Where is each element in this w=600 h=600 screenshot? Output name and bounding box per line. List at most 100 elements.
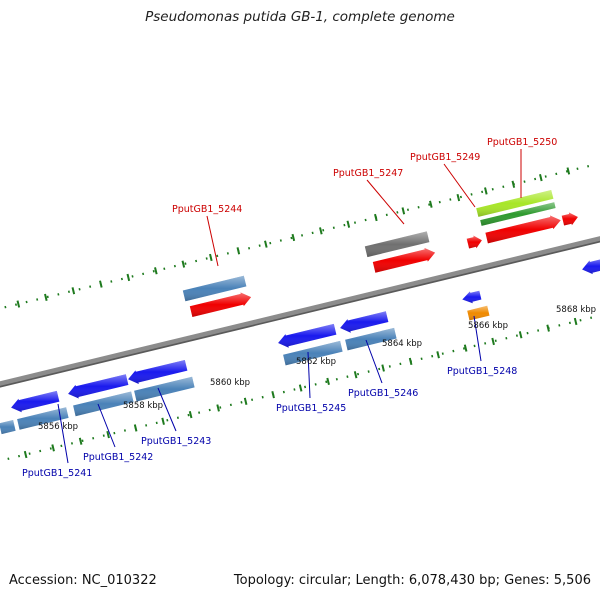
gene-arrow-shading bbox=[372, 248, 436, 273]
minor-tick-outer bbox=[401, 207, 406, 215]
gene-arrow-shading bbox=[189, 292, 252, 317]
map-title: Pseudomonas putida GB-1, complete genome bbox=[145, 9, 455, 25]
tick-label-5868: 5868 kbp bbox=[556, 305, 596, 315]
minor-tick-outer bbox=[319, 227, 323, 235]
gene-box-shading bbox=[182, 275, 247, 302]
tick-label-5856: 5856 kbp bbox=[38, 422, 78, 432]
gene-5250-cds bbox=[485, 215, 561, 244]
minor-tick-outer bbox=[236, 247, 241, 255]
leader-line-forward bbox=[366, 179, 405, 225]
minor-tick-inner bbox=[188, 410, 193, 419]
gene-features bbox=[0, 190, 600, 435]
minor-tick-inner bbox=[51, 444, 55, 452]
gene-5251-cds bbox=[582, 259, 600, 275]
gene-box-shading bbox=[73, 391, 134, 417]
accession-text: Accession: NC_010322 bbox=[9, 573, 157, 588]
minor-tick-inner bbox=[271, 391, 275, 399]
minor-tick-inner bbox=[381, 364, 385, 372]
leader-line-reverse bbox=[473, 315, 482, 362]
genome-backbone bbox=[0, 236, 600, 388]
label-leader-lines bbox=[57, 149, 522, 464]
gene-arrow-shading bbox=[340, 311, 389, 333]
minor-tick-outer bbox=[181, 260, 186, 268]
leader-line-forward bbox=[443, 163, 476, 208]
minor-tick-outer bbox=[346, 220, 351, 228]
gene-box-shading bbox=[364, 231, 430, 258]
gene-5243-cds bbox=[128, 360, 188, 384]
minor-tick-inner bbox=[436, 351, 440, 359]
tick-label-5864: 5864 kbp bbox=[382, 339, 422, 349]
gene-box-shading bbox=[283, 340, 343, 366]
gene-5240-mrna bbox=[0, 420, 16, 435]
gene-5249-cds bbox=[466, 235, 482, 249]
gene-5247-cds bbox=[372, 248, 436, 273]
gene-label-5244: PputGB1_5244 bbox=[172, 204, 242, 215]
gene-5247-feature bbox=[364, 231, 430, 258]
minor-tick-inner bbox=[216, 404, 220, 412]
gene-arrow-shading bbox=[128, 360, 188, 384]
scale-tick-labels: 5856 kbp 5858 kbp 5860 kbp 5862 kbp 5864… bbox=[38, 305, 596, 432]
minor-tick-outer bbox=[566, 167, 571, 175]
gene-arrow-shading bbox=[278, 323, 337, 348]
minor-tick-inner bbox=[408, 357, 413, 366]
gene-box-shading bbox=[467, 305, 490, 321]
minor-tick-outer bbox=[511, 180, 516, 188]
gene-arrow-shading bbox=[462, 290, 482, 304]
gene-5250-feature bbox=[476, 190, 554, 217]
gene-label-5247: PputGB1_5247 bbox=[333, 168, 403, 179]
gene-box-shading bbox=[345, 327, 397, 351]
gene-box-shading bbox=[0, 420, 16, 435]
leader-line-reverse bbox=[365, 339, 383, 384]
gene-5244-cds bbox=[189, 292, 252, 317]
minor-tick-inner bbox=[463, 344, 468, 352]
gene-5248-cds bbox=[462, 290, 482, 304]
gene-box-shading bbox=[476, 190, 554, 217]
minor-tick-outer bbox=[209, 253, 213, 262]
minor-tick-outer bbox=[539, 173, 543, 182]
minor-tick-inner bbox=[243, 397, 248, 405]
tick-label-5858: 5858 kbp bbox=[123, 401, 163, 411]
minor-tick-outer bbox=[154, 267, 158, 275]
gene-label-5250: PputGB1_5250 bbox=[487, 137, 557, 148]
minor-tick-inner bbox=[106, 430, 110, 439]
gene-5246-mrna bbox=[345, 327, 397, 351]
gene-5241-mrna bbox=[17, 407, 69, 430]
gene-label-5243: PputGB1_5243 bbox=[141, 436, 211, 447]
minor-tick-inner bbox=[491, 337, 495, 346]
minor-tick-inner bbox=[518, 331, 523, 339]
minor-tick-outer bbox=[429, 200, 433, 208]
minor-tick-inner bbox=[353, 371, 358, 379]
minor-tick-inner bbox=[78, 437, 83, 445]
gene-label-5246: PputGB1_5246 bbox=[348, 388, 418, 399]
gene-arrow-shading bbox=[466, 235, 482, 249]
tick-label-5860: 5860 kbp bbox=[210, 378, 250, 388]
gene-label-5249: PputGB1_5249 bbox=[410, 152, 480, 163]
gene-5250-mrna bbox=[480, 202, 556, 226]
gene-5243-mrna bbox=[134, 376, 195, 402]
minor-tick-outer bbox=[291, 233, 296, 242]
minor-tick-inner bbox=[133, 424, 138, 432]
gene-5245-cds bbox=[278, 323, 337, 348]
leader-line-reverse bbox=[57, 403, 69, 464]
minor-tick-outer bbox=[44, 293, 48, 302]
gene-box-shading bbox=[17, 407, 69, 430]
leader-line-reverse bbox=[307, 351, 311, 399]
minor-tick-inner bbox=[23, 450, 28, 459]
minor-tick-outer bbox=[71, 287, 76, 295]
gene-5245-mrna bbox=[283, 340, 343, 366]
gene-box-shading bbox=[480, 202, 556, 226]
gene-5246-cds bbox=[340, 311, 389, 333]
minor-tick-outer bbox=[264, 240, 268, 248]
tick-label-5866: 5866 kbp bbox=[468, 321, 508, 331]
gene-5241-cds bbox=[11, 390, 60, 413]
gene-arrow-shading bbox=[485, 215, 561, 244]
outer-dotted-track bbox=[0, 163, 594, 310]
gene-arrow-shading bbox=[11, 390, 60, 413]
minor-tick-outer bbox=[484, 187, 488, 195]
gene-5244-mrna bbox=[182, 275, 247, 302]
gene-label-5248: PputGB1_5248 bbox=[447, 366, 517, 377]
minor-tick-outer bbox=[99, 280, 103, 288]
genome-summary-text: Topology: circular; Length: 6,078,430 bp… bbox=[233, 573, 591, 588]
